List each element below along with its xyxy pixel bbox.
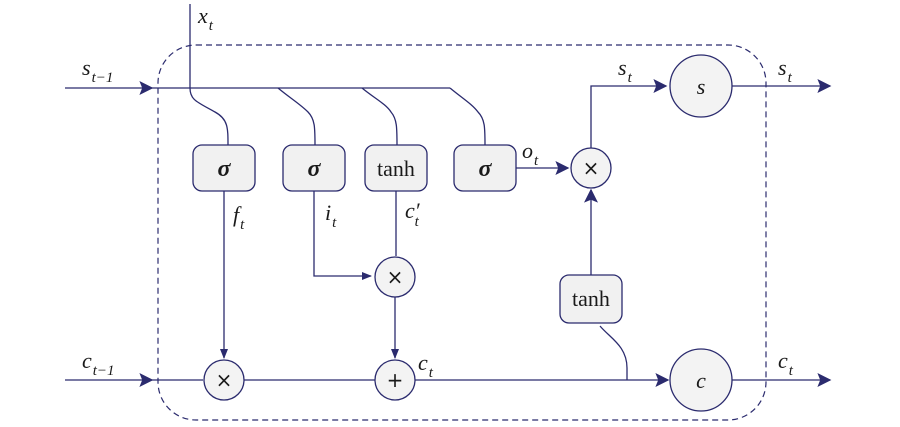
add-symbol: + [387, 368, 404, 392]
s-output-label: st [778, 55, 793, 86]
forget-multiply-node: × [203, 359, 245, 401]
s-node-label: s [697, 74, 706, 99]
branch-output [449, 87, 486, 146]
s-node: s [669, 54, 733, 118]
input-gate-arrow [313, 191, 372, 280]
forget-gate-label: ft [233, 202, 245, 233]
branch-forget [189, 87, 229, 146]
output-to-s-arrow [590, 79, 668, 148]
forget-multiply-symbol: × [216, 368, 233, 392]
forget-gate-symbol: σ [218, 156, 232, 182]
c-mid-label: ct [418, 350, 434, 381]
c-prev-label: ct−1 [82, 348, 115, 379]
input-gate-label: it [325, 200, 337, 231]
output-gate: σ [453, 144, 517, 192]
candidate-gate: tanh [364, 144, 428, 192]
candidate-gate-label: c′t [405, 198, 421, 230]
c-to-tanh-line [599, 325, 628, 380]
output-multiply-node: × [570, 147, 612, 189]
cell-tanh-symbol: tanh [572, 286, 610, 311]
output-multiply-symbol: × [583, 156, 600, 180]
cell-tanh-gate: tanh [559, 274, 623, 324]
input-multiply-node: × [374, 256, 416, 298]
s-mid-label: st [618, 55, 633, 86]
s-prev-label: st−1 [82, 55, 113, 86]
input-gate-symbol: σ [308, 156, 322, 182]
output-gate-symbol: σ [479, 156, 493, 182]
branch-input [277, 87, 316, 146]
forget-gate: σ [192, 144, 256, 192]
x-input-label: xt [197, 3, 214, 34]
add-node: + [374, 359, 416, 401]
c-output-label: ct [778, 348, 794, 379]
c-node: c [669, 348, 733, 412]
input-gate: σ [282, 144, 346, 192]
branch-candidate [361, 87, 398, 146]
c-node-label: c [696, 368, 706, 393]
candidate-gate-symbol: tanh [377, 156, 415, 181]
output-gate-label: ot [522, 138, 539, 169]
cell-boundary [157, 44, 767, 421]
input-multiply-symbol: × [387, 265, 404, 289]
